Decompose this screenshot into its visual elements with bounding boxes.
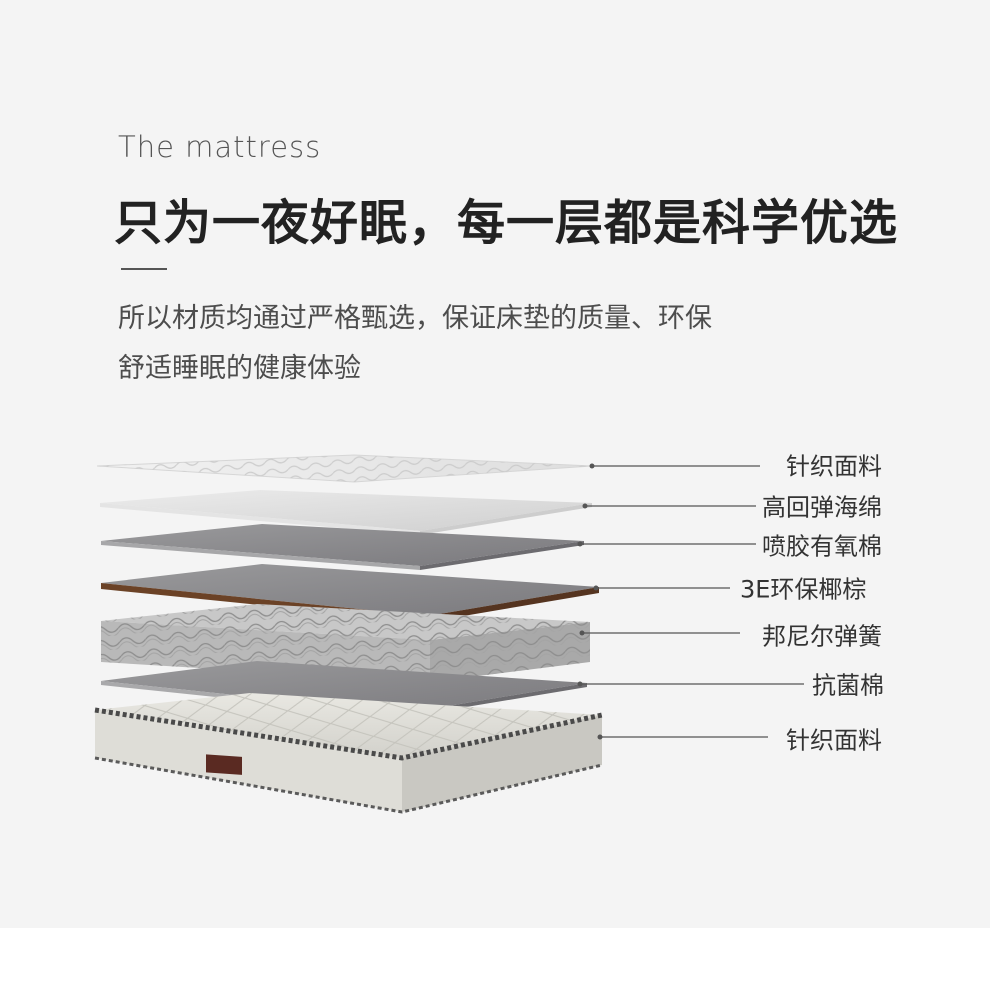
bottom-band <box>0 928 990 984</box>
layer-label-spray-cotton: 喷胶有氧棉 <box>762 532 882 561</box>
layer-label-bonnell-spring: 邦尼尔弹簧 <box>762 622 882 651</box>
brand-tag <box>206 754 242 775</box>
layer-label-hr-foam: 高回弹海绵 <box>762 493 882 522</box>
layer-hr-foam <box>100 490 592 535</box>
layer-label-knit-base: 针织面料 <box>786 726 882 755</box>
page-title: 只为一夜好眠，每一层都是科学优选 <box>114 195 899 251</box>
layer-label-knit-top: 针织面料 <box>786 452 882 481</box>
leader-dots <box>577 463 603 740</box>
layer-spray-cotton <box>101 524 584 570</box>
layer-label-3e-coir: 3E环保椰棕 <box>740 575 867 604</box>
description-line-2: 舒适睡眠的健康体验 <box>118 353 361 384</box>
leader-lines <box>580 465 804 738</box>
layer-bonnell-spring <box>101 604 590 682</box>
mattress-layers-illustration <box>94 454 804 814</box>
layer-knit-top <box>96 454 593 483</box>
description-line-1: 所以材质均通过严格甄选，保证床垫的质量、环保 <box>118 303 712 334</box>
layer-label-antibacterial-cotton: 抗菌棉 <box>812 671 884 700</box>
divider <box>121 268 167 270</box>
layer-knit-base <box>94 693 603 814</box>
subtitle-en: The mattress <box>118 130 322 164</box>
